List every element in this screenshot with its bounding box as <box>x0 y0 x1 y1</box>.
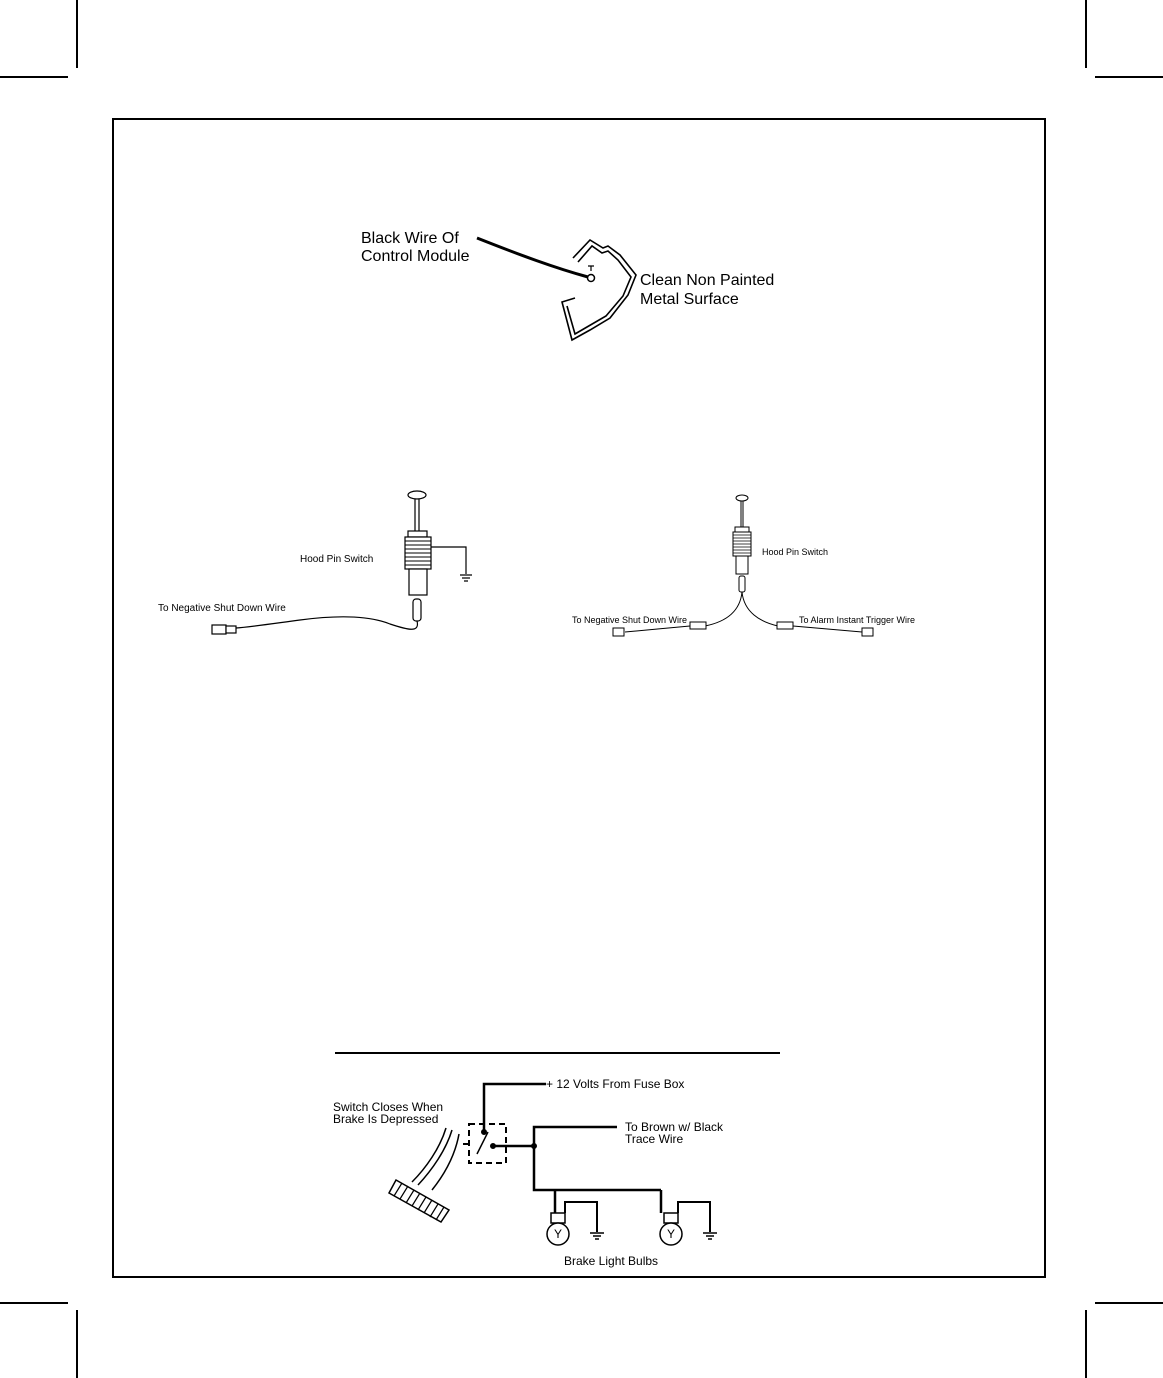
brown-wire-label-line2: Trace Wire <box>625 1132 683 1146</box>
black-wire <box>477 238 588 277</box>
brown-wire <box>534 1127 617 1146</box>
metal-surface-label-line1: Clean Non Painted <box>640 271 774 290</box>
brake-switch-label-line2: Brake Is Depressed <box>333 1112 438 1126</box>
switch-nut <box>408 531 427 537</box>
ground-screw <box>588 275 595 282</box>
shutdown-wire <box>236 617 417 630</box>
metal-surface-outline <box>562 240 636 340</box>
negative-shutdown-wire-label-left: To Negative Shut Down Wire <box>158 603 286 615</box>
switch-nut <box>735 527 749 532</box>
plunger-cap <box>408 491 426 499</box>
terminal <box>739 576 745 592</box>
ground-wire <box>431 547 466 574</box>
hood-pin-switch-label-left: Hood Pin Switch <box>300 554 373 566</box>
black-wire-label-line2: Control Module <box>361 247 470 266</box>
terminal <box>413 599 421 621</box>
brake-pedal <box>389 1128 459 1222</box>
black-wire-label-line1: Black Wire Of <box>361 229 459 248</box>
brake-light-bulbs-label: Brake Light Bulbs <box>564 1254 658 1268</box>
hood-pin-switch-label-right: Hood Pin Switch <box>762 547 828 558</box>
alarm-trigger-wire-label: To Alarm Instant Trigger Wire <box>799 615 915 626</box>
wire-connector-right <box>862 628 873 636</box>
switch-body <box>736 556 748 574</box>
power-source-label: + 12 Volts From Fuse Box <box>546 1077 684 1091</box>
bulb-bus <box>534 1146 661 1190</box>
switch-contact <box>477 1132 488 1154</box>
wire-connector-left <box>613 628 624 636</box>
screw-mark <box>588 266 594 271</box>
plunger-cap <box>736 495 748 501</box>
switch-body <box>409 569 427 595</box>
ground-symbol <box>460 575 472 581</box>
bulb-2-symbol: Y <box>667 1227 675 1241</box>
shutdown-wire <box>705 592 742 626</box>
wire-connector <box>212 625 226 634</box>
brake-switch-housing <box>469 1124 506 1163</box>
ground-diagram <box>477 238 636 340</box>
bulb-1-symbol: Y <box>554 1227 562 1241</box>
metal-surface-label-line2: Metal Surface <box>640 290 739 309</box>
negative-shutdown-wire-label-right: To Negative Shut Down Wire <box>572 615 687 626</box>
trigger-wire <box>742 592 778 626</box>
